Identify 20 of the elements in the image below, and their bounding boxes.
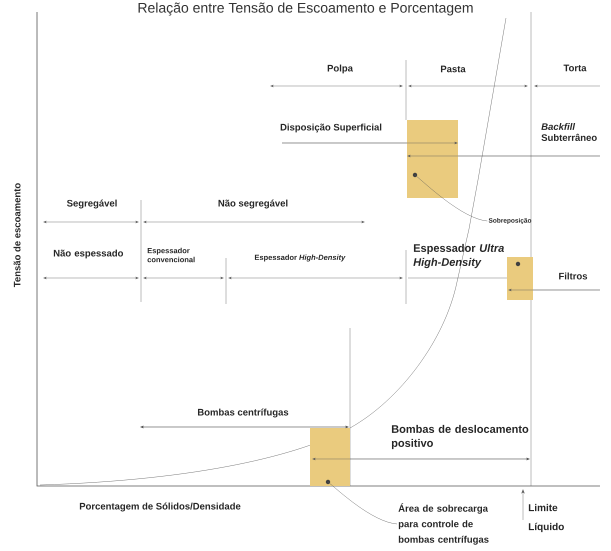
overlap-box [407, 120, 458, 198]
label: Torta [564, 64, 587, 72]
title: Relação entre Tensão de Escoamento e Porcentagem [138, 2, 473, 16]
label: Não segregável [218, 200, 288, 208]
label: Pasta [440, 66, 466, 72]
label: Backfill Subterrâneo [541, 123, 597, 141]
leader-line [414, 174, 488, 222]
annotation-text: Área de sobrecarga para controle de bombas centrífugas [398, 503, 489, 545]
overlap-box [507, 257, 533, 300]
label: Segregável [66, 200, 117, 208]
overlap-box [310, 428, 350, 486]
leader-line [328, 482, 398, 524]
label: Filtros [559, 272, 588, 280]
label: Bombas de deslocamento positivo [392, 424, 528, 450]
annotation-text: Limite Líquido [528, 504, 564, 532]
label: Tensão de escoamento [14, 183, 20, 288]
label: Polpa [328, 64, 353, 74]
label: Não espessado [54, 250, 124, 258]
leader-line [521, 489, 525, 520]
label: Porcentagem de Sólidos/Densidade [80, 502, 240, 512]
